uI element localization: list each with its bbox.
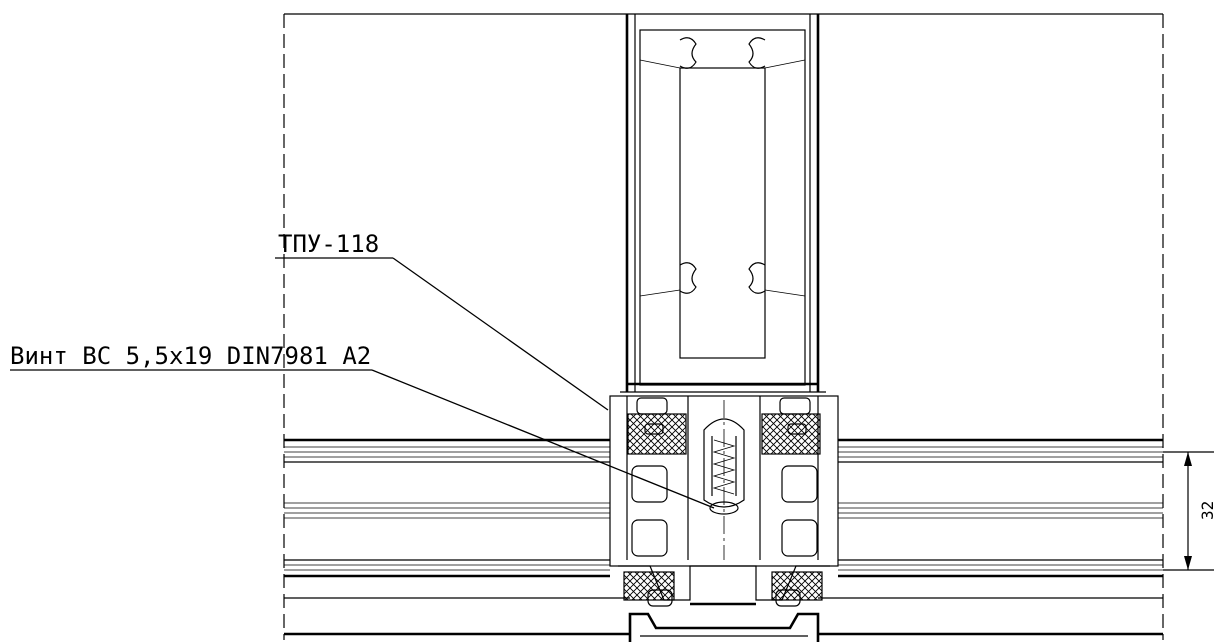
dashed-boundaries — [283, 13, 1164, 640]
callout-leaders — [10, 257, 715, 509]
glass-panels — [284, 438, 1163, 636]
callout-label-tpu: ТПУ-118 — [278, 230, 379, 258]
callout-label-screw: Винт ВС 5,5x19 DIN7981 A2 — [10, 342, 371, 370]
dimension-32 — [1163, 451, 1214, 571]
mullion-profile — [620, 14, 826, 393]
clamp-assembly — [609, 395, 839, 642]
dimension-label: 32 — [1198, 501, 1217, 520]
